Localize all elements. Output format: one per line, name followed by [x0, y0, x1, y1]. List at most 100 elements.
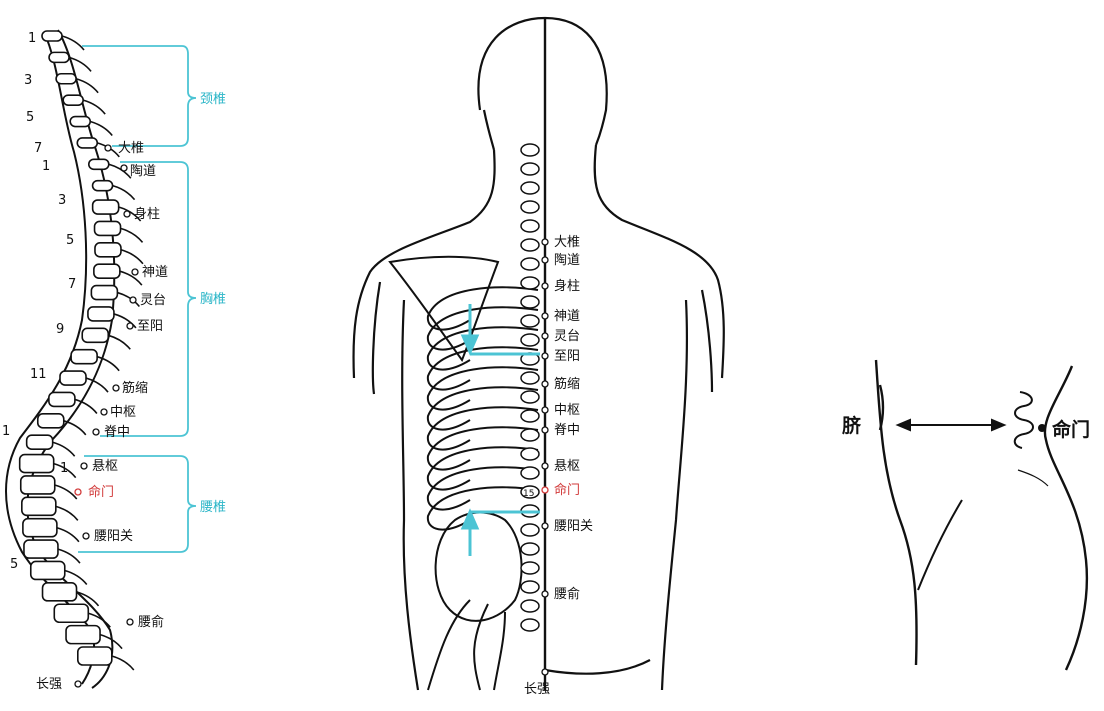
vertebra-process — [521, 581, 539, 593]
cervical-label: 颈椎 — [200, 92, 226, 107]
vertebra — [78, 647, 112, 665]
spinous-process — [112, 656, 134, 670]
vertebra-process — [521, 220, 539, 232]
vertebra-process — [521, 315, 539, 327]
vertebra — [70, 117, 90, 127]
vertebra — [20, 455, 54, 473]
point-label-mingmen: 命门 — [88, 484, 114, 500]
spinous-process — [121, 228, 143, 242]
vertebra-number: 9 — [56, 322, 64, 337]
back-label-jinsuo: 筋缩 — [554, 376, 580, 392]
vertebra-mark: 15 — [523, 489, 534, 499]
vertebra — [93, 200, 119, 214]
vertebra — [77, 138, 97, 148]
vertebra-process — [521, 410, 539, 422]
vertebra-process — [521, 391, 539, 403]
back-label-taodao: 陶道 — [554, 252, 580, 268]
point-label-yaoyangguan: 腰阳关 — [94, 529, 133, 544]
vertebra — [91, 286, 117, 300]
point-label-lingtai: 灵台 — [140, 293, 166, 308]
vertebra-number: 7 — [34, 141, 42, 156]
vertebra — [66, 626, 100, 644]
vertebra — [43, 583, 77, 601]
vertebra-process — [521, 562, 539, 574]
vertebra — [82, 328, 108, 342]
thoracic-label: 胸椎 — [200, 292, 226, 307]
spinous-process — [108, 335, 130, 349]
vertebra — [31, 561, 65, 579]
back-label-lingtai: 灵台 — [554, 329, 580, 344]
vertebra-process — [521, 239, 539, 251]
vertebra-number: 5 — [10, 557, 18, 572]
vertebra — [54, 604, 88, 622]
distance-arrow — [898, 420, 1004, 430]
back-label-shenzhu: 身柱 — [554, 278, 580, 294]
vertebra-number: 1 — [2, 424, 10, 439]
vertebra-number: 7 — [68, 277, 76, 292]
point-label-changqiang: 长强 — [36, 677, 62, 692]
point-label-jinsuo: 筋缩 — [122, 380, 148, 396]
back-label-jizhong: 脊中 — [554, 423, 580, 438]
back-label-zhiyang: 至阳 — [554, 349, 580, 364]
back-label-yaoyangguan: 腰阳关 — [554, 519, 593, 534]
spinous-process — [90, 122, 112, 136]
spinous-process — [109, 164, 131, 178]
vertebra-process — [521, 258, 539, 270]
vertebra-process — [521, 619, 539, 631]
point-label-taodao: 陶道 — [130, 163, 156, 179]
vertebra-bodies — [20, 31, 143, 670]
thigh-line — [918, 500, 962, 590]
mingmen-point — [1038, 424, 1046, 432]
vertebra-number: 5 — [26, 110, 34, 125]
vertebra-process — [521, 163, 539, 175]
vertebra-process — [521, 467, 539, 479]
spine-panel: 1 3 5 7 1 3 5 7 9 11 1 1 5 颈椎 胸椎 腰椎 大椎 陶… — [2, 30, 226, 692]
back-label-shendao: 神道 — [554, 309, 580, 324]
spinous-process — [53, 442, 75, 456]
point-label-shenzhu: 身柱 — [134, 206, 160, 222]
spinous-process — [83, 100, 105, 114]
point-label-xuanshu: 悬枢 — [92, 459, 118, 474]
vertebra — [42, 31, 62, 41]
point-label-shendao: 神道 — [142, 265, 168, 280]
vertebra — [95, 221, 121, 235]
point-label-yaoshu: 腰俞 — [138, 614, 164, 630]
vertebra-process — [521, 448, 539, 460]
point-label-jizhong: 脊中 — [104, 425, 130, 440]
navel-label: 脐 — [841, 414, 862, 437]
vertebra — [60, 371, 86, 385]
waist-line — [1018, 470, 1048, 486]
vertebra — [49, 52, 69, 62]
vertebra-process — [521, 144, 539, 156]
vertebra-process — [521, 372, 539, 384]
vertebra-number: 5 — [66, 233, 74, 248]
vertebra-number: 1 — [28, 31, 36, 46]
vertebra — [94, 264, 120, 278]
vertebra — [22, 497, 56, 515]
back-label-mingmen: 命门 — [554, 482, 580, 498]
vertebra-process — [521, 277, 539, 289]
spinous-process — [121, 250, 143, 264]
vertebra-process — [521, 429, 539, 441]
vertebra-number: 3 — [58, 193, 66, 208]
vertebra — [23, 519, 57, 537]
point-label-dazhui: 大椎 — [118, 141, 144, 156]
skin-fold — [1015, 392, 1033, 448]
vertebra-number: 11 — [30, 367, 47, 382]
point-label-zhiyang: 至阳 — [137, 319, 163, 334]
vertebra-number: 3 — [24, 73, 32, 88]
vertebra — [21, 476, 55, 494]
vertebra — [63, 95, 83, 105]
vertebra-process — [521, 201, 539, 213]
vertebra — [56, 74, 76, 84]
back-outline — [1045, 366, 1087, 670]
back-label-zhongshu: 中枢 — [554, 403, 580, 418]
spinous-process — [113, 186, 135, 200]
vertebra — [27, 435, 53, 449]
spinous-process — [55, 485, 77, 499]
back-label-xuanshu: 悬枢 — [554, 459, 580, 474]
vertebra — [89, 159, 109, 169]
vertebra-process — [521, 524, 539, 536]
spinous-process — [120, 271, 142, 285]
point-label-zhongshu: 中枢 — [110, 405, 136, 420]
